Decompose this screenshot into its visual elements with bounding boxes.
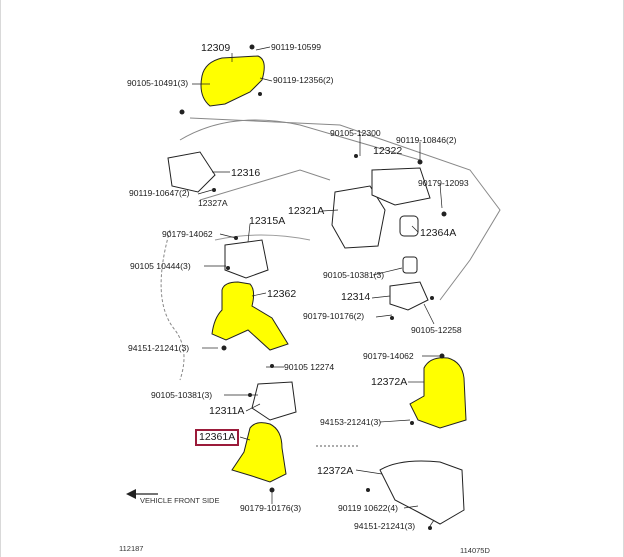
part-12364A-shape <box>399 215 419 237</box>
label-12372A-upper[interactable]: 12372A <box>371 376 408 388</box>
label-90119-10599[interactable]: 90119-10599 <box>271 42 322 52</box>
label-90105-12300[interactable]: 90105-12300 <box>330 128 381 138</box>
part-12316-shape <box>167 151 216 193</box>
label-90105-10381-upper[interactable]: 90105-10381(3) <box>323 270 385 280</box>
footer-right-code: 114075D <box>460 546 490 555</box>
label-90119-10846[interactable]: 90119-10846(2) <box>396 135 457 145</box>
label-90179-14062-upper[interactable]: 90179-14062 <box>162 229 213 239</box>
label-12322[interactable]: 12322 <box>373 145 403 157</box>
part-12321A-shape <box>331 185 386 249</box>
label-94151-21241-upper[interactable]: 94151-21241(3) <box>128 343 190 353</box>
part-12372A-shape <box>409 357 467 429</box>
front-side-note: VEHICLE FRONT SIDE <box>140 496 220 505</box>
label-90179-10176-lower[interactable]: 90179-10176(3) <box>240 503 302 513</box>
part-12315A-shape <box>224 239 269 279</box>
label-12361A-selected[interactable]: 12361A <box>195 429 240 446</box>
label-12309[interactable]: 12309 <box>201 42 231 54</box>
label-12321A[interactable]: 12321A <box>288 205 325 217</box>
label-90119-10622[interactable]: 90119 10622(4) <box>338 503 399 513</box>
label-90119-10647[interactable]: 90119-10647(2) <box>129 188 190 198</box>
part-12311A-shape <box>251 381 297 421</box>
label-12372A-lower[interactable]: 12372A <box>317 465 354 477</box>
label-90179-12093[interactable]: 90179-12093 <box>418 178 469 188</box>
label-90105-10491[interactable]: 90105-10491(3) <box>127 78 189 88</box>
frame-left-edge <box>0 0 1 557</box>
label-90179-10176-upper[interactable]: 90179-10176(2) <box>303 311 365 321</box>
part-12372A-lower-shape <box>379 460 465 525</box>
footer-left-code: 112187 <box>119 544 144 553</box>
label-12315A[interactable]: 12315A <box>249 215 286 227</box>
front-direction-arrow <box>126 489 158 499</box>
label-90105-12258[interactable]: 90105-12258 <box>411 325 462 335</box>
label-90105-10381-lower[interactable]: 90105-10381(3) <box>151 390 213 400</box>
part-12361A-shape <box>231 422 287 483</box>
label-12362[interactable]: 12362 <box>267 288 297 300</box>
label-94151-21241-lower[interactable]: 94151-21241(3) <box>354 521 416 531</box>
part-12309-shape <box>200 55 265 107</box>
label-90119-12356[interactable]: 90119-12356(2) <box>273 75 334 85</box>
label-12364A[interactable]: 12364A <box>420 227 457 239</box>
label-12327A[interactable]: 12327A <box>198 198 228 208</box>
label-94153-21241[interactable]: 94153-21241(3) <box>320 417 382 427</box>
highlighted-parts <box>200 55 467 483</box>
part-12322-shape <box>371 167 431 206</box>
label-90105-12274[interactable]: 90105 12274 <box>284 362 335 372</box>
label-90179-14062-lower[interactable]: 90179-14062 <box>363 351 414 361</box>
label-12311A[interactable]: 12311A <box>209 405 245 417</box>
part-12314-shape <box>389 281 429 311</box>
label-12314[interactable]: 12314 <box>341 291 371 303</box>
label-12316[interactable]: 12316 <box>231 167 261 179</box>
label-90105-10444[interactable]: 90105 10444(3) <box>130 261 191 271</box>
part-12362-shape <box>211 281 289 351</box>
